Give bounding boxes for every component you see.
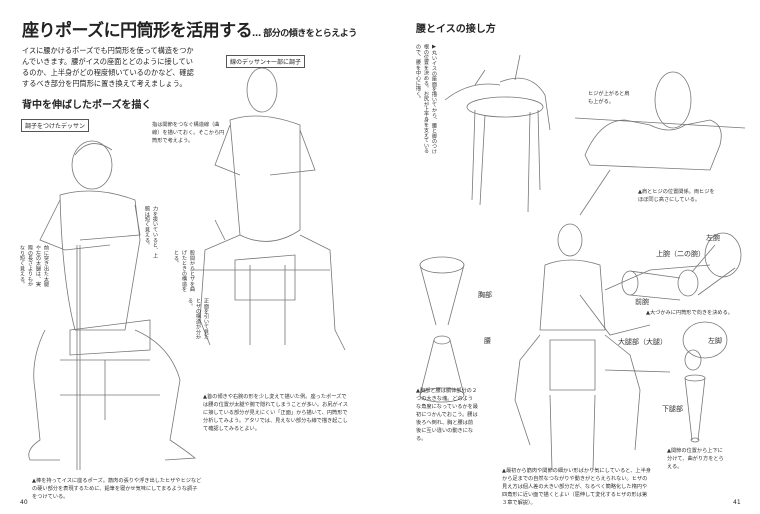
note-shoulder: 力を抜いていると、上腕は短く見える。: [144, 206, 158, 258]
seated-figure-sketches: [28, 67, 346, 470]
caption-shoulders: ▲肩とヒジの位置関係。両ヒジをほぼ同じ高さにしている。: [638, 189, 715, 203]
note-stool: ▶丸いイスの座面を描いてから、腰と脚のつけ根の位置を決める。お尻が上半身を支えて…: [415, 44, 437, 154]
section-heading: 背中を伸ばしたポーズを描く: [22, 100, 152, 111]
leg-cylinders-drawing: [682, 321, 728, 443]
torso-cylinder-drawing: [419, 256, 465, 403]
note-fingers: 指は関節をつなぐ構造線（曲線）を描いておく。そこから円筒形で考えよう。: [152, 122, 225, 144]
caption-arm: ▲大づかみに円筒形で向きを決める。: [646, 310, 733, 316]
note-knee: 正面を引いて見たヒザの構造が分かる。: [187, 298, 209, 340]
label-upper-arm: 上腕（二の腕）: [656, 250, 705, 258]
shoulders-elbows-drawing: [574, 71, 746, 216]
intro-line: するべき部分を円筒形に置き換えて考えましょう。: [22, 79, 187, 88]
label-line-drawing: 線のデッサン+一部に調子: [226, 55, 306, 68]
shaded-figure-drawing: [28, 140, 197, 470]
label-waist: 腰: [484, 337, 491, 345]
label-shaded-drawing: 調子をつけたデッサン: [21, 119, 90, 132]
stool-hips-drawing: [444, 54, 551, 213]
page-subtitle: … 部分の傾きをとらえよう: [252, 29, 357, 39]
right-page: 腰とイスの接し方 ▶丸いイスの座面を描いてから、腰と脚のつけ根の位置を決める。お…: [380, 0, 760, 514]
label-forearm: 前腕: [635, 298, 649, 306]
note-thigh: 前に突き出た太腿や左の太腿は、実際の長さよりもかなり短く見える。: [19, 245, 49, 287]
note-elbow: ヒジが上がると肩も上がる。: [588, 91, 630, 105]
note-crotch: 股間からヒザを曲げたときの構造をとる。: [173, 250, 195, 292]
seated-figure-cylinders-drawing: [514, 223, 711, 471]
label-thigh: 大腿部（大腿）: [618, 338, 667, 346]
label-lower-leg: 下腿部: [662, 405, 683, 413]
intro-line: んでいきます。腰がイスの座面とどのように接してい: [22, 57, 193, 66]
caption-line-drawing: ▲首の傾きや右腕の形を少し変えて描いた例。座ったポーズでは腰の位置が太腿や腕で隠…: [203, 394, 348, 432]
intro-line: るのか、上半身がどの程度傾いているのかなど、確認: [22, 68, 194, 77]
arm-cylinders-drawing: [621, 232, 742, 301]
page-title: 座りポーズに円筒形を活用する: [22, 21, 253, 41]
section-heading: 腰とイスの接し方: [416, 24, 496, 35]
caption-seated-figure: ▲最初から筋肉や関節の細かい形ばかり気にしていると、上半身から足までの自然なつな…: [502, 468, 651, 506]
caption-leg: ▲関節の位置から上下に分けて、曲がり方をとらえる。: [667, 448, 724, 470]
intro-line: イスに腰かけるポーズでも円筒形を使って構造をつか: [22, 46, 194, 55]
page-number: 41: [733, 499, 741, 506]
label-left-arm: 左腕: [706, 234, 720, 242]
left-page: 座りポーズに円筒形を活用する… 部分の傾きをとらえよう イスに腰かけるポーズでも…: [19, 21, 357, 506]
caption-torso: ▲胸部と腰は胴体部分の２つの大きな塊。どのような角度になっているかを最初につかん…: [416, 388, 478, 442]
right-page-sketches: [419, 54, 746, 471]
line-figure-drawing: [190, 67, 346, 351]
label-chest: 胸部: [478, 291, 492, 299]
page-number: 40: [20, 499, 28, 506]
label-left-leg: 左脚: [708, 337, 722, 345]
intro-text: イスに腰かけるポーズでも円筒形を使って構造をつか んでいきます。腰がイスの座面と…: [22, 45, 222, 89]
caption-shaded-drawing: ▲棒を持ってイスに座るポーズ。筋肉の張りや浮き出したヒザやヒジなどの硬い部分を表…: [32, 478, 202, 500]
